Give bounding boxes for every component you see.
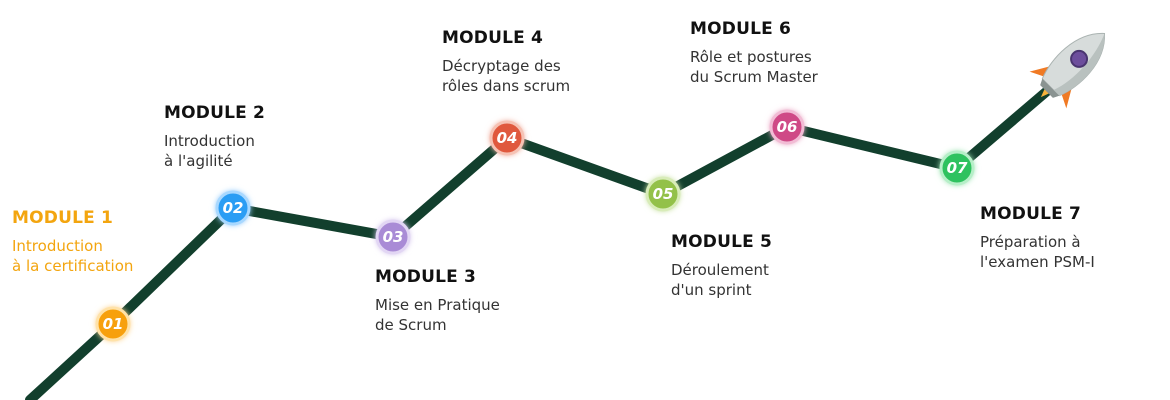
module-title: MODULE 2 [164,103,266,123]
module-description-line: Déroulement [671,261,769,279]
module-node-07: 07 [939,150,975,186]
module-4-label: MODULE 4 Décryptage des rôles dans scrum [442,28,570,96]
module-title: MODULE 4 [442,28,544,48]
module-7-label: MODULE 7 Préparation à l'examen PSM-I [980,204,1095,272]
module-2-label: MODULE 2 Introduction à l'agilité [164,103,265,171]
module-description-line: d'un sprint [671,281,752,299]
module-description-line: Introduction [12,237,103,255]
module-node-number: 03 [383,228,404,246]
module-title: MODULE 1 [12,208,114,228]
module-node-05: 05 [645,176,681,212]
module-description-line: rôles dans scrum [442,77,571,95]
module-description-line: Rôle et postures [690,48,812,66]
module-description-line: Mise en Pratique [375,296,500,314]
module-node-number: 07 [947,159,968,177]
module-description-line: du Scrum Master [690,68,818,86]
module-node-number: 01 [103,315,124,333]
module-node-01: 01 [95,306,131,342]
module-node-02: 02 [215,190,251,226]
module-description-line: Préparation à [980,233,1081,251]
module-node-06: 06 [769,109,805,145]
module-description-line: à la certification [12,257,134,275]
module-node-number: 05 [653,185,674,203]
module-node-04: 04 [489,120,525,156]
module-title: MODULE 7 [980,204,1082,224]
module-title: MODULE 3 [375,267,477,287]
module-node-03: 03 [375,219,411,255]
module-title: MODULE 5 [671,232,773,252]
module-description-line: Introduction [164,132,255,150]
module-description-line: à l'agilité [164,152,233,170]
module-5-label: MODULE 5 Déroulement d'un sprint [671,232,772,300]
module-node-number: 06 [777,118,798,136]
module-description-line: l'examen PSM-I [980,253,1095,271]
module-title: MODULE 6 [690,19,792,39]
module-description-line: de Scrum [375,316,447,334]
module-3-label: MODULE 3 Mise en Pratique de Scrum [375,267,500,335]
module-node-number: 02 [223,199,244,217]
module-node-number: 04 [497,129,518,147]
module-description-line: Décryptage des [442,57,561,75]
rocket-icon [1029,32,1106,109]
module-1-label: MODULE 1 Introduction à la certification [12,208,133,276]
module-6-label: MODULE 6 Rôle et postures du Scrum Maste… [690,19,818,87]
